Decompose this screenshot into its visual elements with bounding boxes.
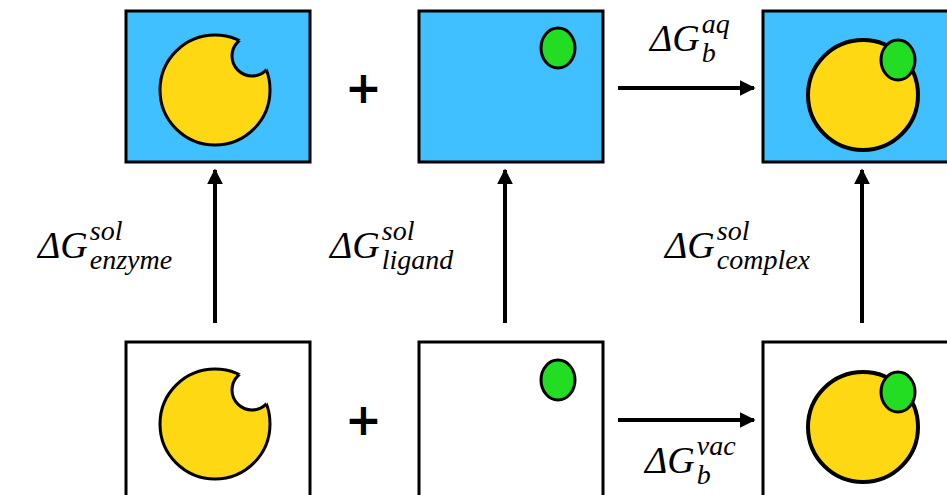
superscript: sol	[382, 216, 454, 245]
energy-label: ΔGvacb	[645, 431, 736, 490]
solvation-arrow	[503, 170, 507, 323]
solvent-panel	[419, 11, 603, 162]
script-stack: solenzyme	[90, 216, 172, 275]
vacuum-panel	[126, 342, 310, 495]
plus-wrap: +	[345, 66, 382, 110]
subscript: b	[702, 38, 730, 67]
enzyme-shape	[160, 35, 270, 145]
complex-shape	[808, 40, 918, 150]
reaction-arrow	[618, 418, 754, 422]
energy-symbol: ΔG	[330, 226, 380, 264]
solvation-arrow	[213, 170, 217, 323]
ligand-shape	[881, 372, 915, 412]
superscript: aq	[702, 9, 730, 38]
subscript: b	[697, 460, 736, 489]
superscript: sol	[90, 216, 172, 245]
solvent-panel	[763, 11, 947, 162]
script-stack: vacb	[697, 431, 736, 490]
superscript: vac	[697, 431, 736, 460]
ligand-shape	[541, 360, 575, 400]
vacuum-panel	[763, 342, 947, 495]
script-stack: solcomplex	[717, 216, 810, 275]
energy-symbol: ΔG	[650, 19, 700, 57]
energy-label: ΔGaqb	[650, 9, 730, 68]
plus-sign: +	[345, 62, 382, 113]
script-stack: solligand	[382, 216, 454, 275]
energy-label: ΔGsolcomplex	[665, 216, 810, 275]
superscript: sol	[717, 216, 810, 245]
ligand-shape	[541, 28, 575, 68]
binding-pocket	[232, 36, 272, 76]
energy-label: ΔGsolenzyme	[38, 216, 172, 275]
energy-symbol: ΔG	[645, 441, 695, 479]
solvent-panel	[126, 11, 310, 162]
solvation-arrow	[860, 170, 864, 323]
plus-wrap: +	[345, 398, 382, 442]
energy-symbol: ΔG	[665, 226, 715, 264]
energy-symbol: ΔG	[38, 226, 88, 264]
complex-shape	[808, 372, 918, 482]
plus-sign: +	[345, 394, 382, 445]
subscript: complex	[717, 245, 810, 274]
vacuum-panel	[419, 342, 603, 495]
binding-pocket	[232, 370, 272, 410]
script-stack: aqb	[702, 9, 730, 68]
subscript: ligand	[382, 245, 454, 274]
ligand-shape	[881, 40, 915, 80]
energy-label: ΔGsolligand	[330, 216, 453, 275]
reaction-arrow	[618, 86, 754, 90]
enzyme-shape	[160, 369, 270, 479]
subscript: enzyme	[90, 245, 172, 274]
